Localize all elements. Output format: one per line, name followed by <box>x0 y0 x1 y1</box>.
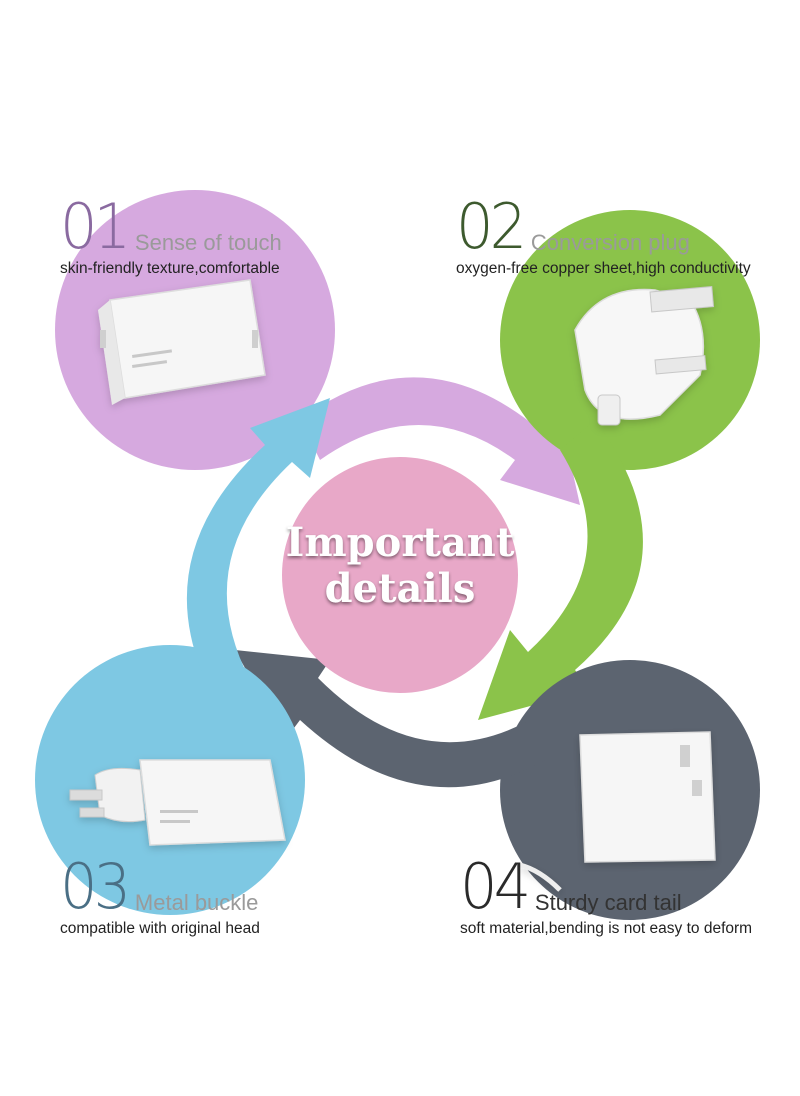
center-circle <box>282 457 518 693</box>
feature-number: 01 <box>60 190 131 263</box>
arrow-green <box>478 420 643 720</box>
arrow-slate <box>235 650 545 788</box>
feature-description: skin-friendly texture,comfortable <box>60 260 280 277</box>
feature-title: Sturdy card tail <box>534 890 682 915</box>
feature-title: Conversion plug <box>530 230 690 255</box>
feature-number: 02 <box>456 190 527 263</box>
plug-image-02 <box>574 286 715 426</box>
feature-description: oxygen-free copper sheet,high conductivi… <box>456 260 751 277</box>
feature-number: 04 <box>460 850 531 923</box>
feature-number: 03 <box>60 850 131 923</box>
feature-description: compatible with original head <box>60 920 260 937</box>
arrow-blue <box>186 398 330 700</box>
center-label: Important details <box>270 520 530 612</box>
feature-description: soft material,bending is not easy to def… <box>460 920 753 937</box>
feature-title: Metal buckle <box>134 890 259 915</box>
center-line-2: details <box>324 565 476 612</box>
adapter-plug-image-03 <box>69 759 286 846</box>
feature-title: Sense of touch <box>134 230 282 255</box>
adapter-cable-image-04 <box>519 731 716 892</box>
adapter-image-01 <box>98 279 266 405</box>
arrow-purple <box>300 377 580 505</box>
center-line-1: Important <box>285 519 515 566</box>
